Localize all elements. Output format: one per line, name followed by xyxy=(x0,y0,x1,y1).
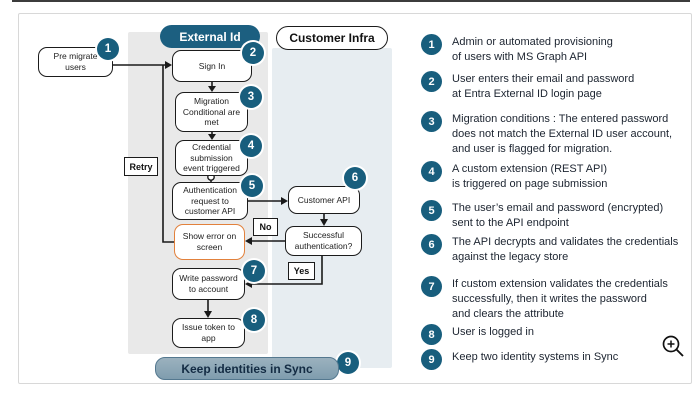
legend-text-9: Keep two identity systems in Sync xyxy=(452,351,619,363)
legend-badge-2: 2 xyxy=(421,71,442,92)
node-customer-api: Customer API xyxy=(288,186,360,214)
node-successful-authentication: Successful authentication? xyxy=(285,226,362,256)
legend-text-3: Migration conditions : The entered passw… xyxy=(452,113,673,155)
legend-badge-9: 9 xyxy=(421,349,442,370)
step-badge-6: 6 xyxy=(344,167,366,189)
legend-text-6: The API decrypts and validates the crede… xyxy=(452,236,679,263)
edge-label-yes: Yes xyxy=(288,262,315,280)
step-badge-2: 2 xyxy=(242,42,264,64)
legend-text-2: User enters their email and password at … xyxy=(452,73,635,100)
step-badge-3: 3 xyxy=(240,86,262,108)
node-show-error: Show error on screen xyxy=(174,224,245,260)
step-badge-7: 7 xyxy=(243,260,265,282)
lane-header-external-id: External Id xyxy=(160,25,260,48)
step-badge-5: 5 xyxy=(241,175,263,197)
node-migration-conditional: Migration Conditional are met xyxy=(175,92,248,132)
node-write-password: Write password to account xyxy=(172,268,245,300)
legend-badge-6: 6 xyxy=(421,234,442,255)
node-authentication-request: Authentication request to customer API xyxy=(172,182,248,220)
legend-text-8: User is logged in xyxy=(452,326,534,338)
node-issue-token: Issue token to app xyxy=(172,318,245,348)
node-credential-submission: Credential submission event triggered xyxy=(175,140,248,176)
legend-text-4: A custom extension (REST API) is trigger… xyxy=(452,163,608,190)
legend-badge-4: 4 xyxy=(421,161,442,182)
legend-badge-1: 1 xyxy=(421,34,442,55)
window-top-border xyxy=(12,0,690,2)
legend-text-5: The user’s email and password (encrypted… xyxy=(452,202,664,229)
legend-badge-3: 3 xyxy=(421,111,442,132)
keep-identities-in-sync-banner: Keep identities in Sync xyxy=(155,357,339,380)
legend-text-1: Admin or automated provisioning of users… xyxy=(452,36,613,63)
legend-badge-7: 7 xyxy=(421,276,442,297)
edge-label-retry: Retry xyxy=(124,157,158,176)
legend-badge-5: 5 xyxy=(421,200,442,221)
legend-text-7: If custom extension validates the creden… xyxy=(452,278,668,320)
edge-label-no: No xyxy=(253,218,278,236)
node-sign-in: Sign In xyxy=(172,50,252,82)
zoom-in-icon[interactable] xyxy=(659,332,689,362)
step-badge-8: 8 xyxy=(243,309,265,331)
legend-badge-8: 8 xyxy=(421,324,442,345)
step-badge-1: 1 xyxy=(97,38,119,60)
step-badge-9: 9 xyxy=(337,352,359,374)
step-badge-4: 4 xyxy=(240,135,262,157)
lane-header-customer-infra: Customer Infra xyxy=(276,26,388,50)
